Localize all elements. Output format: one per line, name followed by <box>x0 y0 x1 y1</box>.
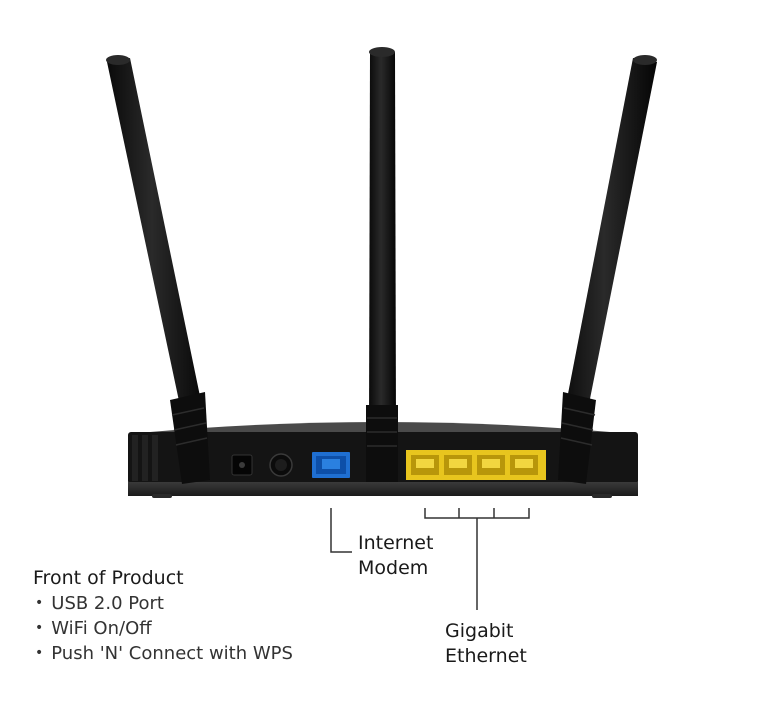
antenna-left <box>106 55 210 484</box>
ethernet-bracket <box>424 508 530 610</box>
feature-wps: Push 'N' Connect with WPS <box>33 641 293 666</box>
front-of-product: Front of Product USB 2.0 Port WiFi On/Of… <box>33 566 293 666</box>
power-jack <box>231 454 253 476</box>
router-base <box>128 482 638 496</box>
power-button <box>269 453 293 477</box>
feature-wifi: WiFi On/Off <box>33 616 293 641</box>
front-of-product-heading: Front of Product <box>33 567 184 589</box>
internet-callout-line <box>330 508 352 553</box>
ethernet-label-line2: Ethernet <box>445 645 527 667</box>
foot-right <box>592 494 612 498</box>
ethernet-ports <box>406 450 546 480</box>
internet-label: Internet Modem <box>358 531 433 581</box>
ethernet-label: Gigabit Ethernet <box>445 619 527 669</box>
internet-label-line2: Modem <box>358 557 429 579</box>
ethernet-label-line1: Gigabit <box>445 620 514 642</box>
feature-usb: USB 2.0 Port <box>33 591 293 616</box>
feature-list: USB 2.0 Port WiFi On/Off Push 'N' Connec… <box>33 591 293 666</box>
internet-label-line1: Internet <box>358 532 434 554</box>
side-vents <box>132 435 158 481</box>
internet-port <box>312 452 350 478</box>
antenna-right <box>558 55 657 484</box>
antenna-center <box>366 47 398 482</box>
foot-left <box>152 494 172 498</box>
